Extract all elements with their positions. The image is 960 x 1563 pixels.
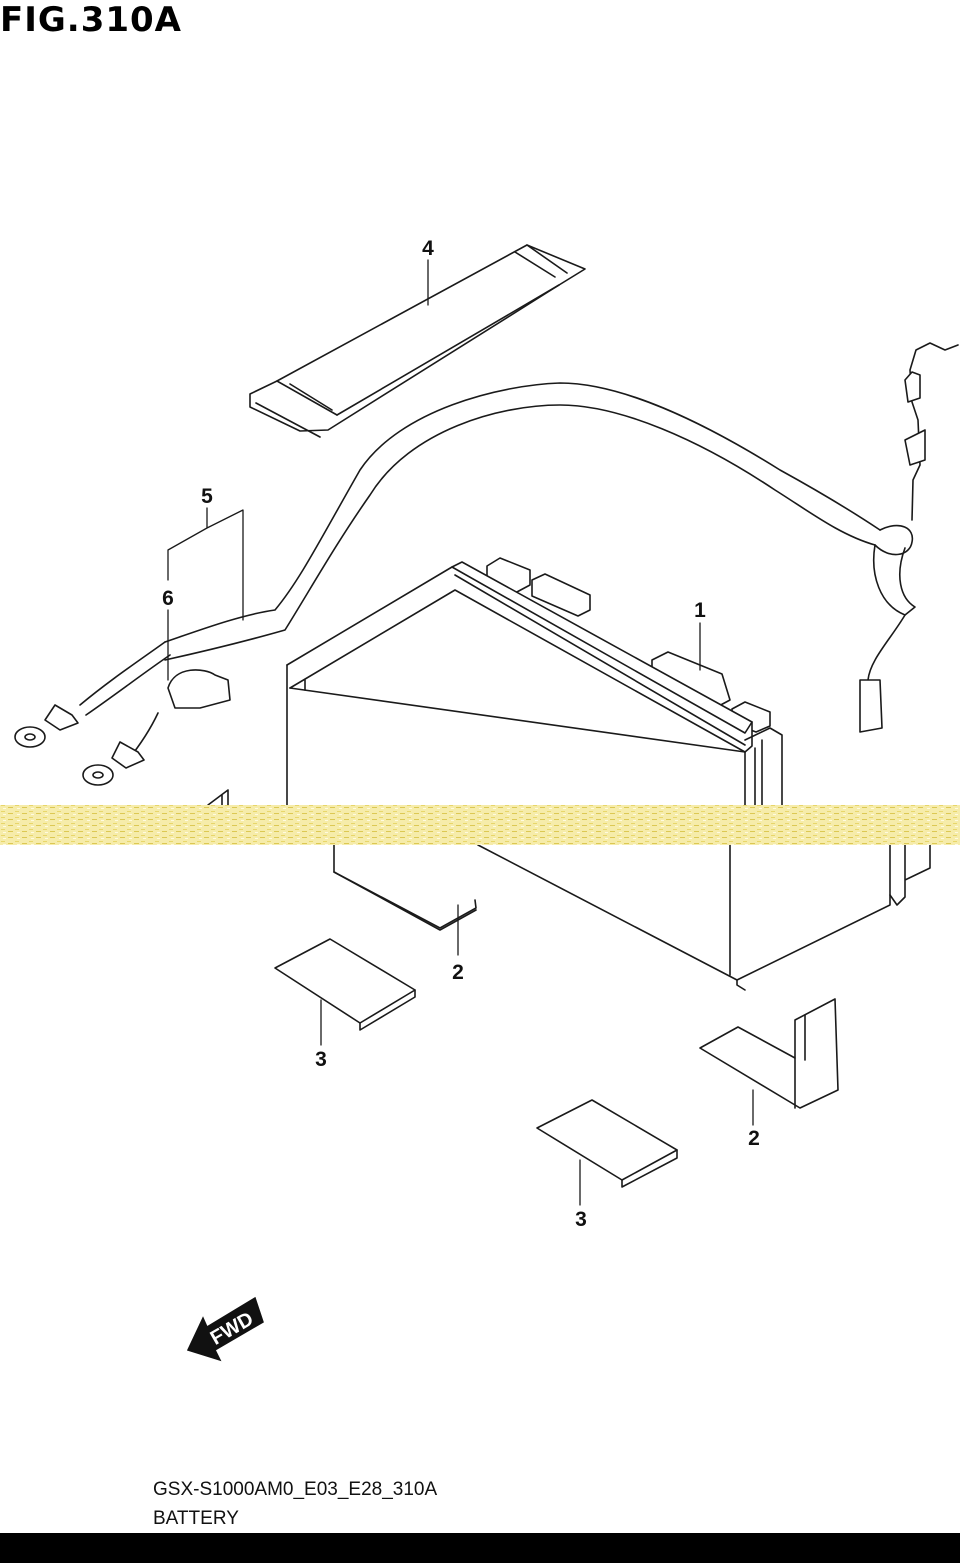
model-code: GSX-S1000AM0_E03_E28_310A xyxy=(153,1479,438,1500)
callout-3: 3 xyxy=(315,1048,327,1071)
pad-2-right xyxy=(699,998,839,1109)
callout-3: 3 xyxy=(575,1208,587,1231)
battery-cable-harness xyxy=(14,342,959,786)
callout-2: 2 xyxy=(452,961,464,984)
callout-5: 5 xyxy=(201,485,213,508)
callout-2: 2 xyxy=(748,1127,760,1150)
battery-body xyxy=(207,557,931,991)
bottom-bar xyxy=(0,1533,960,1563)
callout-6: 6 xyxy=(162,587,174,610)
battery-strap xyxy=(249,244,586,438)
forward-arrow-icon: FWD xyxy=(186,1296,264,1362)
scan-artifact-band xyxy=(0,805,960,845)
pad-3-left xyxy=(274,938,416,1031)
diagram-name: BATTERY xyxy=(153,1508,239,1529)
callout-1: 1 xyxy=(694,599,706,622)
callout-4: 4 xyxy=(422,237,434,260)
figure-title: FIG.310A xyxy=(0,0,182,40)
pad-3-right xyxy=(536,1099,678,1188)
leader-lines xyxy=(167,259,754,1206)
